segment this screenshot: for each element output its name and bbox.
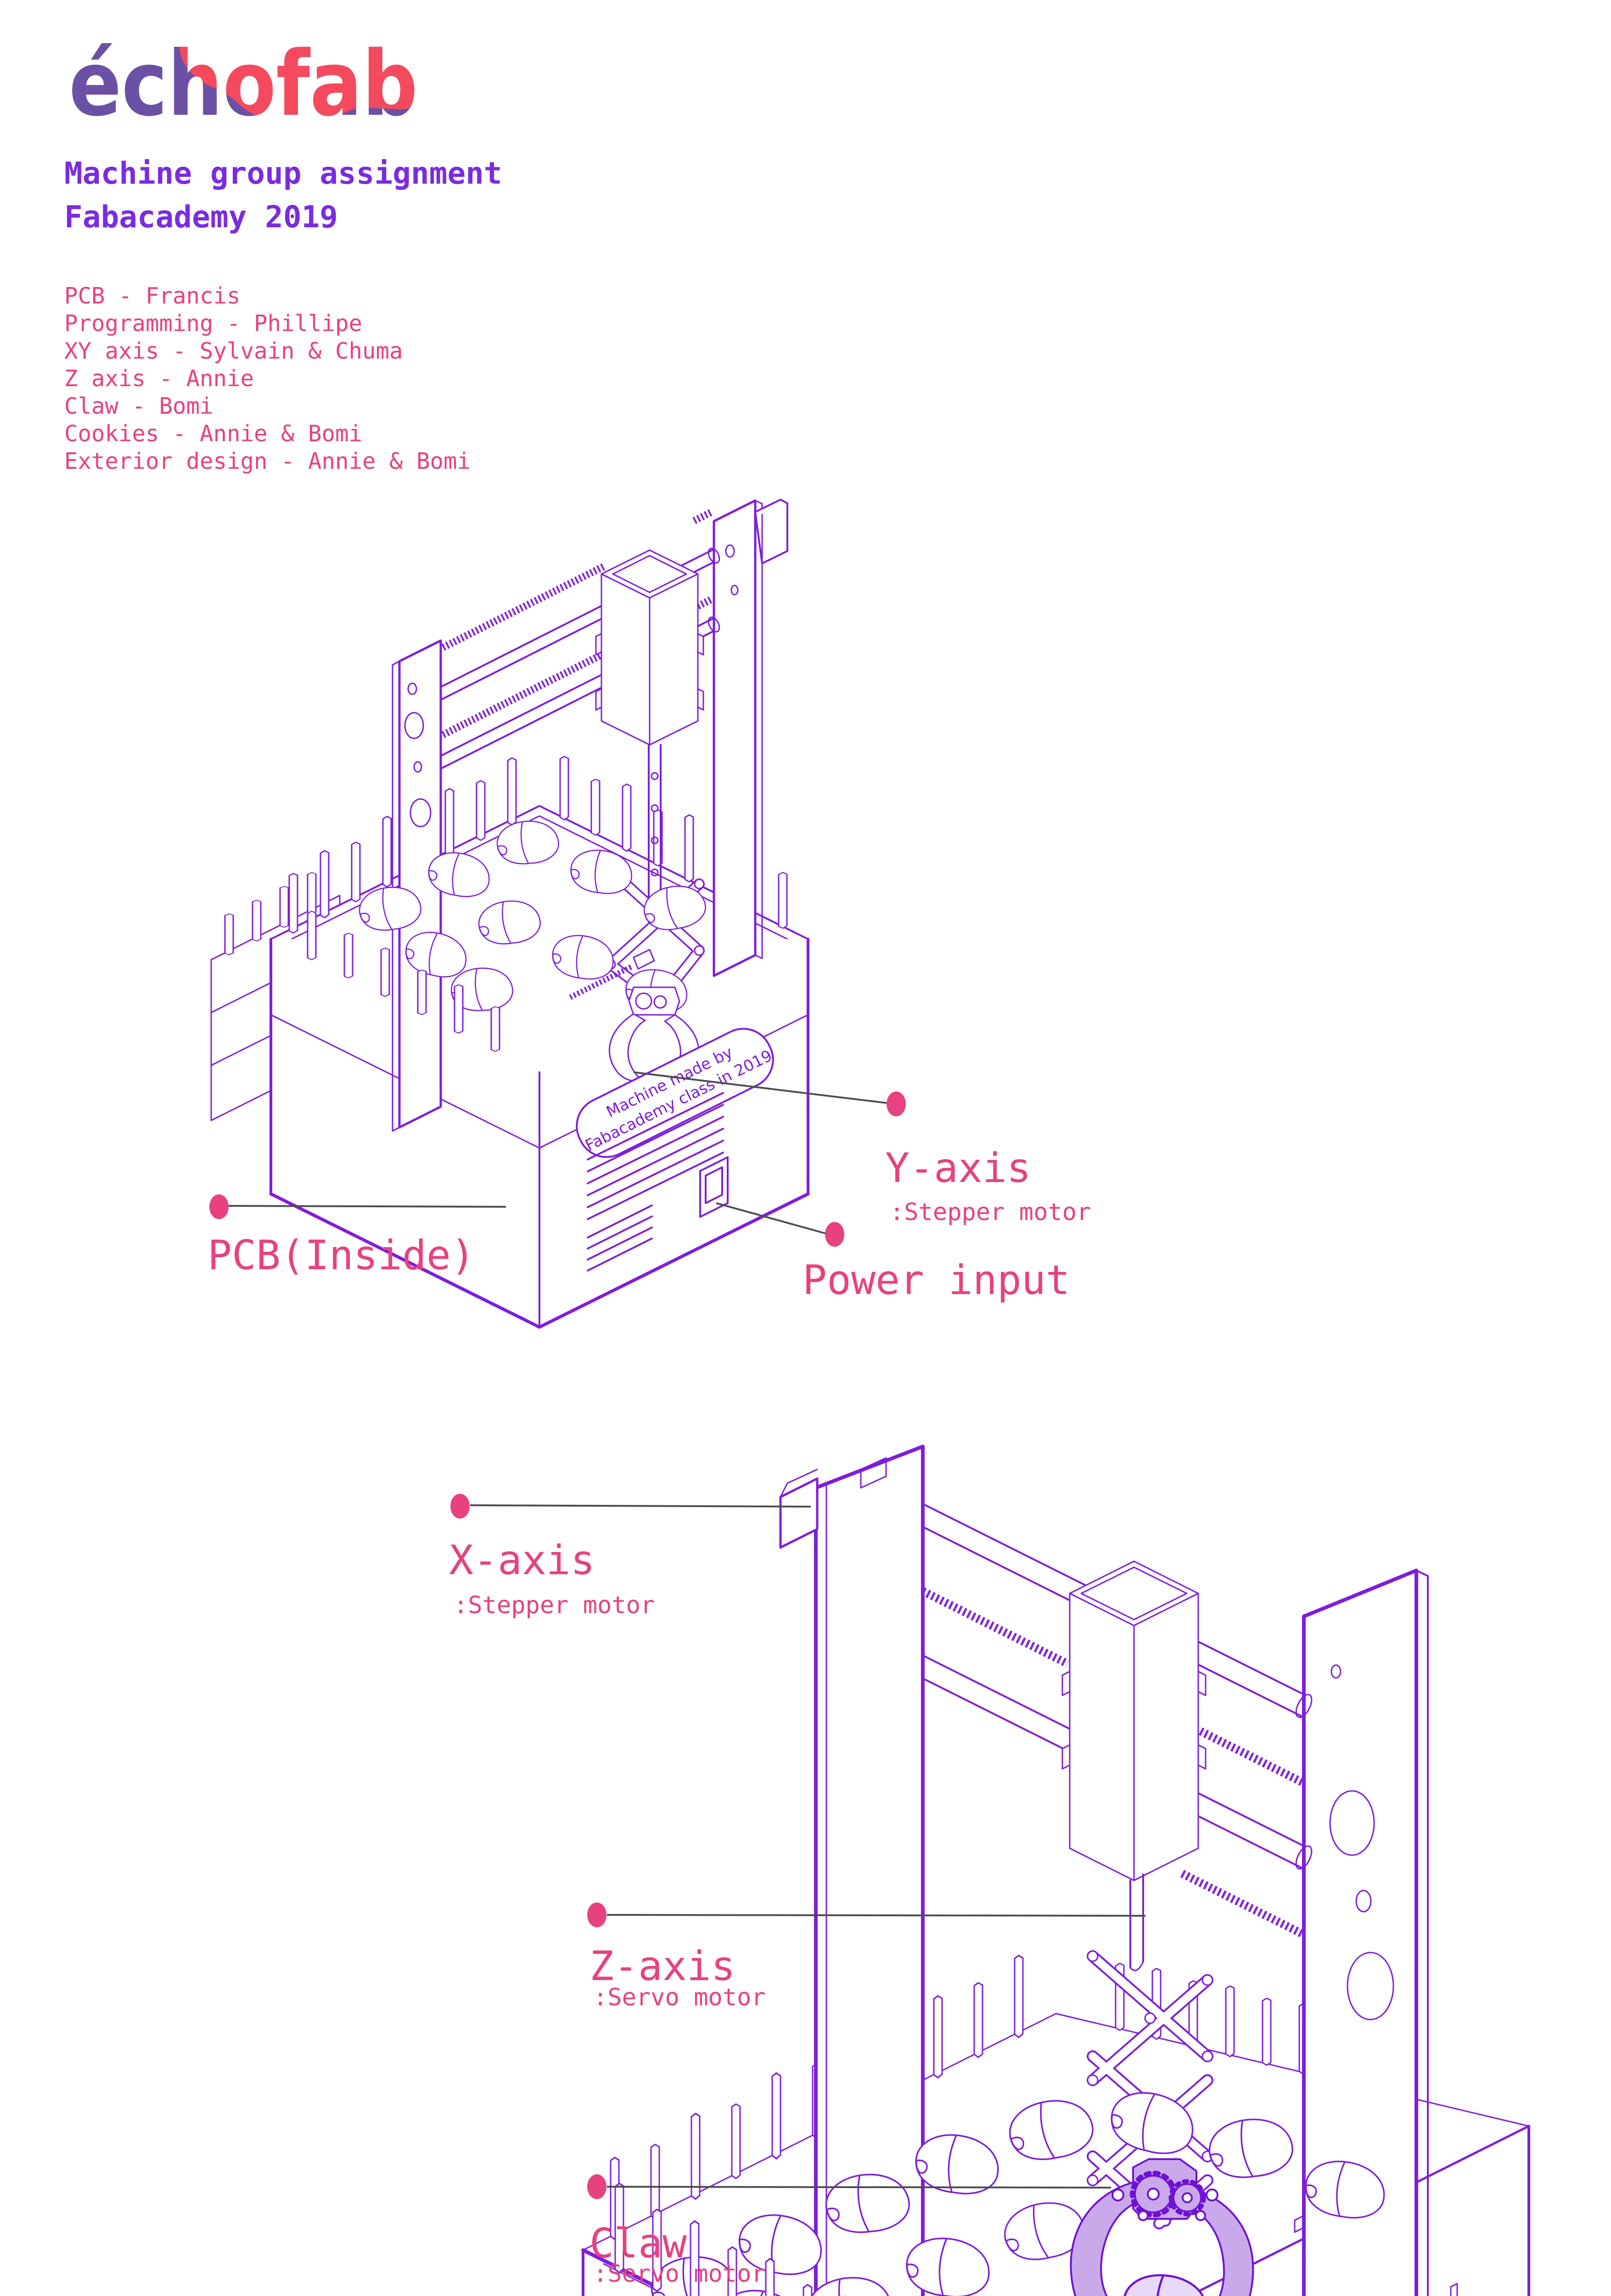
leader-line-z-axis	[606, 1914, 1146, 1917]
leader-dot-x-axis	[450, 1494, 470, 1519]
leader-line-pcb	[228, 1205, 506, 1208]
leader-line-power	[716, 1202, 826, 1234]
label-power-title: Power input	[803, 1256, 1070, 1304]
credit-line: Exterior design - Annie & Bomi	[64, 448, 471, 474]
page-title-line1: Machine group assignment	[64, 156, 502, 191]
leader-line-claw	[606, 2186, 1111, 2189]
machine1-linework: Machine made by Fabacademy class in 2019	[210, 499, 810, 1329]
label-pcb-title: PCB(Inside)	[208, 1232, 475, 1279]
leader-dot-pcb	[209, 1194, 229, 1219]
credit-line: Cookies - Annie & Bomi	[64, 421, 363, 447]
claw-assembly	[1070, 2158, 1254, 2296]
label-z-axis-title: Z-axis	[589, 1942, 735, 1990]
machine2-linework: left right up down far near open close	[581, 1445, 1530, 2296]
carriage-box	[595, 549, 704, 746]
echofab-logo: échofab échofab	[69, 39, 418, 136]
vent-slats	[587, 1092, 724, 1272]
credit-line: Z axis - Annie	[64, 366, 254, 392]
frame-plates	[779, 1445, 1429, 2296]
leader-dot-claw	[587, 2174, 606, 2199]
logo-text-purple: échofab	[69, 39, 418, 136]
z-arm	[648, 744, 662, 908]
machine-drawing-2: left right up down far near open close	[581, 1445, 1530, 2296]
page-title-line2: Fabacademy 2019	[64, 199, 338, 235]
label-claw-sub: :Servo motor	[593, 2260, 766, 2288]
label-z-axis-sub: :Servo motor	[593, 1984, 766, 2011]
label-y-axis-sub: :Stepper motor	[890, 1199, 1091, 1226]
credit-line: XY axis - Sylvain & Chuma	[64, 338, 403, 364]
lead-screw	[441, 508, 714, 738]
z-guide	[1129, 1874, 1144, 1971]
label-claw-title: Claw	[589, 2220, 687, 2267]
credit-line: PCB - Francis	[64, 283, 241, 309]
leader-dot-power	[825, 1222, 844, 1247]
label-x-axis-sub: :Stepper motor	[454, 1592, 655, 1619]
machine-drawing-1: Machine made by Fabacademy class in 2019	[210, 499, 810, 1329]
credits-list: PCB - Francis Programming - Phillipe XY …	[64, 282, 471, 475]
lead-screw	[921, 1587, 1306, 1939]
y-axis-screw	[569, 949, 655, 1000]
credit-line: Programming - Phillipe	[64, 310, 363, 337]
frame-plates	[392, 499, 788, 1132]
credit-line: Claw - Bomi	[64, 393, 213, 419]
leader-dot-y-axis	[887, 1092, 906, 1116]
leader-dot-z-axis	[587, 1902, 606, 1927]
power-socket	[699, 1156, 729, 1218]
leader-line-x-axis	[470, 1504, 811, 1508]
carriage-box	[1061, 1560, 1207, 1881]
label-y-axis-title: Y-axis	[885, 1144, 1031, 1192]
leader-line-y-axis	[633, 1071, 895, 1105]
label-x-axis-title: X-axis	[449, 1536, 595, 1584]
